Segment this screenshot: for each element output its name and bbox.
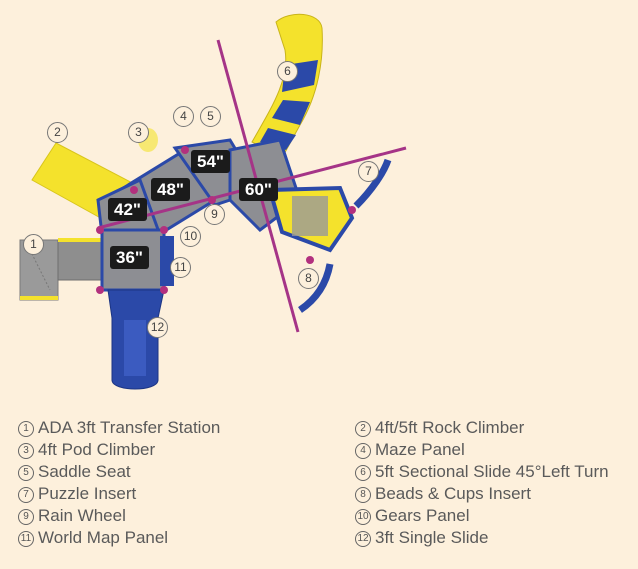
- world-map-panel-shape: [160, 236, 174, 286]
- callout-4: 4: [173, 106, 194, 127]
- callout-3: 3: [128, 122, 149, 143]
- sectional-slide: [251, 13, 323, 159]
- beads-cups-panel: [297, 263, 334, 313]
- deck-height-label: 60": [239, 178, 278, 201]
- deck-height-label: 48": [151, 178, 190, 201]
- callout-6: 6: [277, 61, 298, 82]
- tunnel-bridge: [267, 185, 355, 253]
- deck-height-label: 42": [108, 198, 147, 221]
- callout-11: 11: [170, 257, 191, 278]
- callout-8: 8: [298, 268, 319, 289]
- callout-10: 10: [180, 226, 201, 247]
- callout-1: 1: [23, 234, 44, 255]
- playground-plan: [19, 13, 407, 390]
- posts: [96, 146, 356, 294]
- callout-9: 9: [204, 204, 225, 225]
- callout-2: 2: [47, 122, 68, 143]
- deck-height-label: 54": [191, 150, 230, 173]
- deck-height-label: 36": [110, 246, 149, 269]
- callout-7: 7: [358, 161, 379, 182]
- callout-5: 5: [200, 106, 221, 127]
- puzzle-insert-panel: [353, 158, 392, 209]
- single-slide: [107, 289, 165, 390]
- callout-12: 12: [147, 317, 168, 338]
